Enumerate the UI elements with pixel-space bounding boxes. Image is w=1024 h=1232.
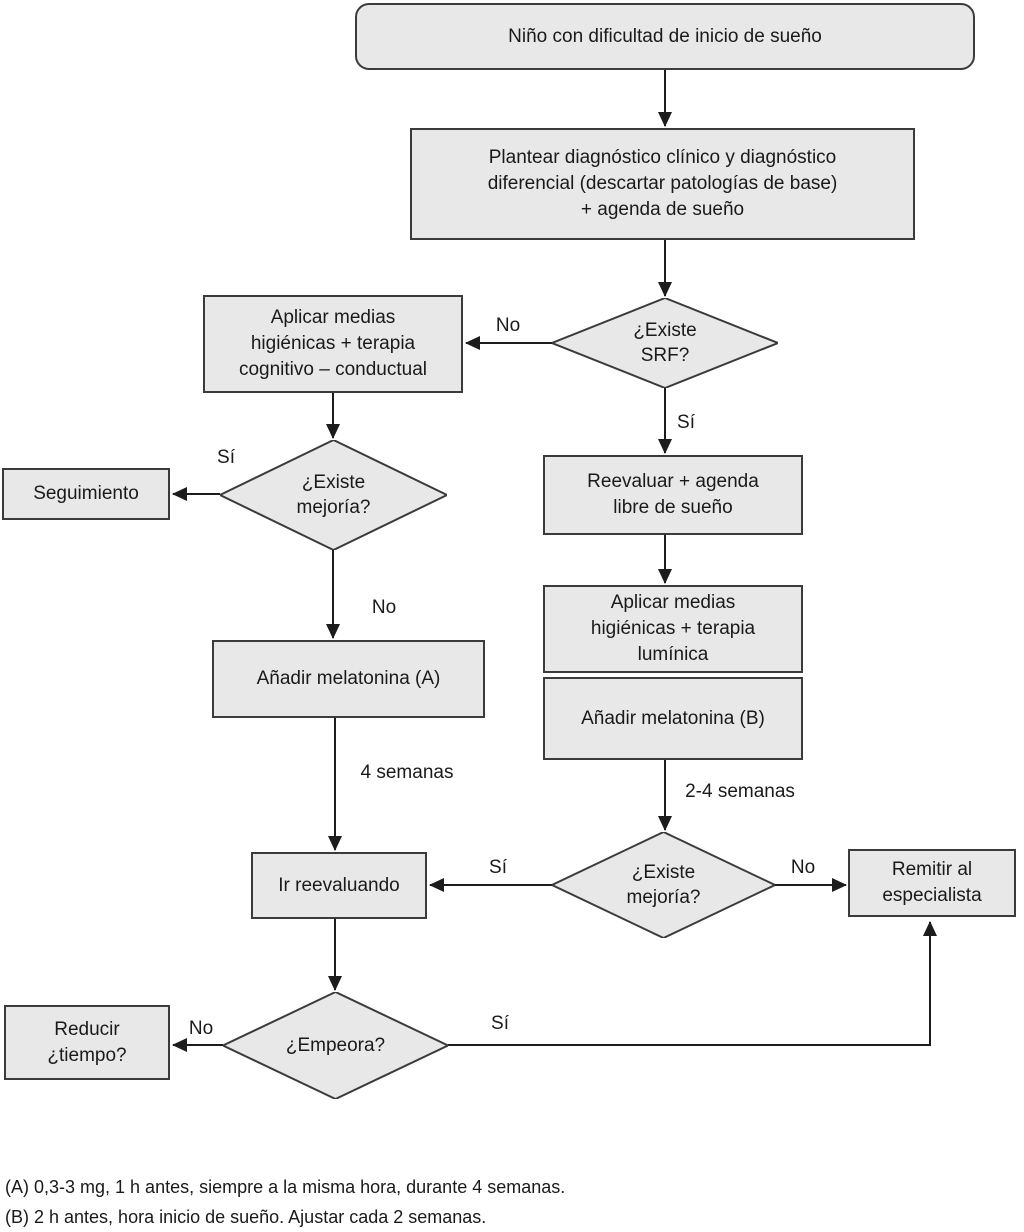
melatonin-a-node-label: Añadir melatonina (A) [256,668,441,689]
srf-decision: ¿Existe SRF? [552,298,778,388]
edge-label-improvement2-no: No [790,857,816,878]
diagnosis-node-label: Plantear diagnóstico clínico y diagnósti… [487,147,838,220]
edge-label-4-weeks: 4 semanas [360,762,454,783]
follow-up-node: Seguimiento [2,468,170,520]
edge-label-improvement1-si: Sí [217,447,235,468]
refer-specialist-node-label: Remitir al especialista [882,859,982,906]
improvement-decision-1: ¿Existe mejoría? [220,440,447,550]
footnote-a: (A) 0,3-3 mg, 1 h antes, siempre a la mi… [5,1177,566,1197]
edge-label-2-4-weeks: 2-4 semanas [685,781,795,802]
diagnosis-node: Plantear diagnóstico clínico y diagnósti… [410,128,915,240]
footnotes: (A) 0,3-3 mg, 1 h antes, siempre a la mi… [5,1172,565,1232]
edge-label-worsens-no: No [188,1018,214,1039]
follow-up-node-label: Seguimiento [33,483,139,504]
melatonin-b-node: Añadir melatonina (B) [543,677,803,760]
cognitive-therapy-node-label: Aplicar medias higiénicas + terapia cogn… [238,307,427,380]
light-therapy-node-label: Aplicar medias higiénicas + terapia lumí… [590,592,756,665]
diamond-shape-icon [552,298,778,388]
melatonin-b-node-label: Añadir melatonina (B) [581,707,765,729]
diamond-shape-icon [220,440,447,550]
refer-specialist-node: Remitir al especialista [848,849,1016,917]
keep-reevaluating-node: Ir reevaluando [251,852,427,919]
keep-reevaluating-node-label: Ir reevaluando [278,874,400,896]
edge-label-improvement1-no: No [371,597,397,618]
footnote-b: (B) 2 h antes, hora inicio de sueño. Aju… [5,1207,487,1227]
edge-label-worsens-si: Sí [491,1013,509,1034]
improvement-decision-1-label: ¿Existe mejoría? [296,472,371,518]
start-node-label: Niño con dificultad de inicio de sueño [508,25,822,47]
arrow-worsens-si-to-specialist [448,921,937,1046]
melatonin-a-node: Añadir melatonina (A) [212,640,485,718]
worsens-decision-label: ¿Empeora? [285,1035,386,1056]
srf-decision-label: ¿Existe SRF? [633,320,697,366]
reduce-time-node-label: Reducir ¿tiempo? [47,1018,127,1066]
worsens-decision: ¿Empeora? [223,992,448,1099]
edge-label-improvement2-si: Sí [489,857,507,878]
start-node: Niño con dificultad de inicio de sueño [355,3,975,70]
reevaluate-agenda-node-label: Reevaluar + agenda libre de sueño [587,471,759,518]
edge-label-srf-si: Sí [677,412,695,433]
improvement-decision-2: ¿Existe mejoría? [552,832,775,938]
edge-label-srf-no: No [495,315,521,336]
diamond-shape-icon [223,992,448,1099]
light-therapy-node: Aplicar medias higiénicas + terapia lumí… [543,585,803,673]
reevaluate-agenda-node: Reevaluar + agenda libre de sueño [543,455,803,535]
cognitive-therapy-node: Aplicar medias higiénicas + terapia cogn… [203,295,463,393]
improvement-decision-2-label: ¿Existe mejoría? [626,862,701,908]
reduce-time-node: Reducir ¿tiempo? [4,1005,170,1080]
diamond-shape-icon [552,832,775,938]
